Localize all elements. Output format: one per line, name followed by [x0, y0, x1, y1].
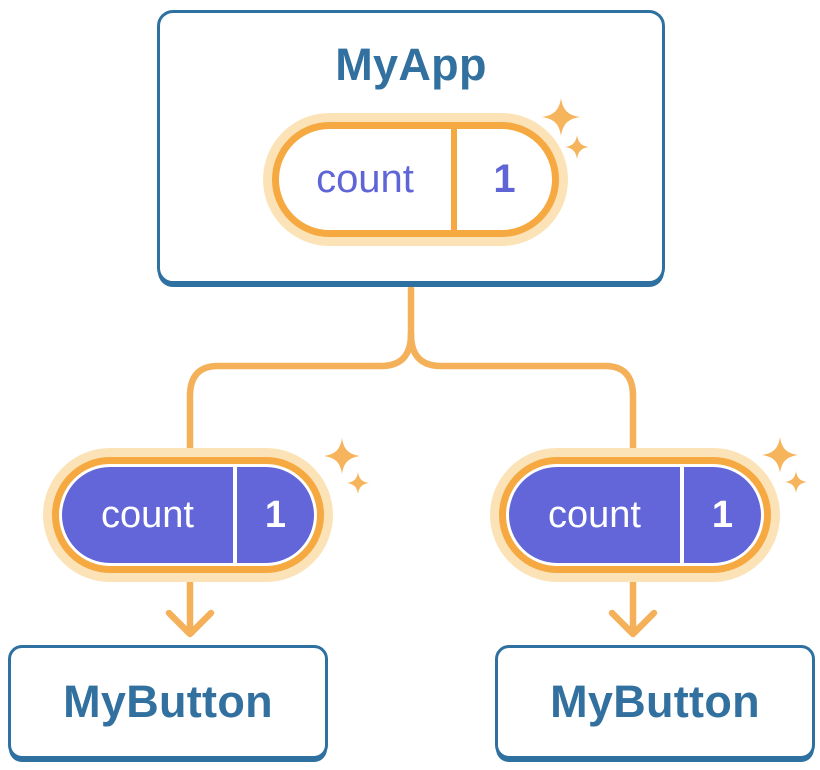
child-state-value: 1	[264, 493, 287, 536]
child-state-pill-ring: count 1	[52, 457, 324, 573]
child-state-value: 1	[711, 493, 734, 536]
pill-divider	[680, 467, 684, 563]
pill-divider	[451, 129, 457, 230]
root-state-pill: count 1	[263, 113, 568, 246]
branch-left-line	[186, 330, 415, 456]
mybutton-title: MyButton	[550, 676, 760, 727]
root-state-label: count	[316, 157, 414, 201]
child-state-pill-left: count 1	[43, 448, 333, 582]
child-state-label: count	[101, 493, 194, 536]
child-state-pill-ring: count 1	[499, 457, 771, 573]
root-state-pill-ring: count 1	[272, 122, 559, 237]
mybutton-card-right: MyButton	[495, 645, 815, 759]
branch-right-line	[407, 330, 637, 456]
arrow-down-right-icon	[608, 576, 658, 638]
child-state-pill-fill: count 1	[506, 464, 764, 566]
root-state-value: 1	[493, 157, 516, 201]
child-state-pill-right: count 1	[490, 448, 780, 582]
child-state-label: count	[548, 493, 641, 536]
sparkle-icon	[324, 438, 369, 494]
arrow-down-left-icon	[165, 576, 215, 638]
child-state-pill-fill: count 1	[59, 464, 317, 566]
myapp-title: MyApp	[335, 39, 487, 90]
myapp-card: MyApp count 1	[157, 10, 665, 284]
mybutton-card-left: MyButton	[8, 645, 328, 759]
pill-divider	[233, 467, 237, 563]
mybutton-title: MyButton	[63, 676, 273, 727]
